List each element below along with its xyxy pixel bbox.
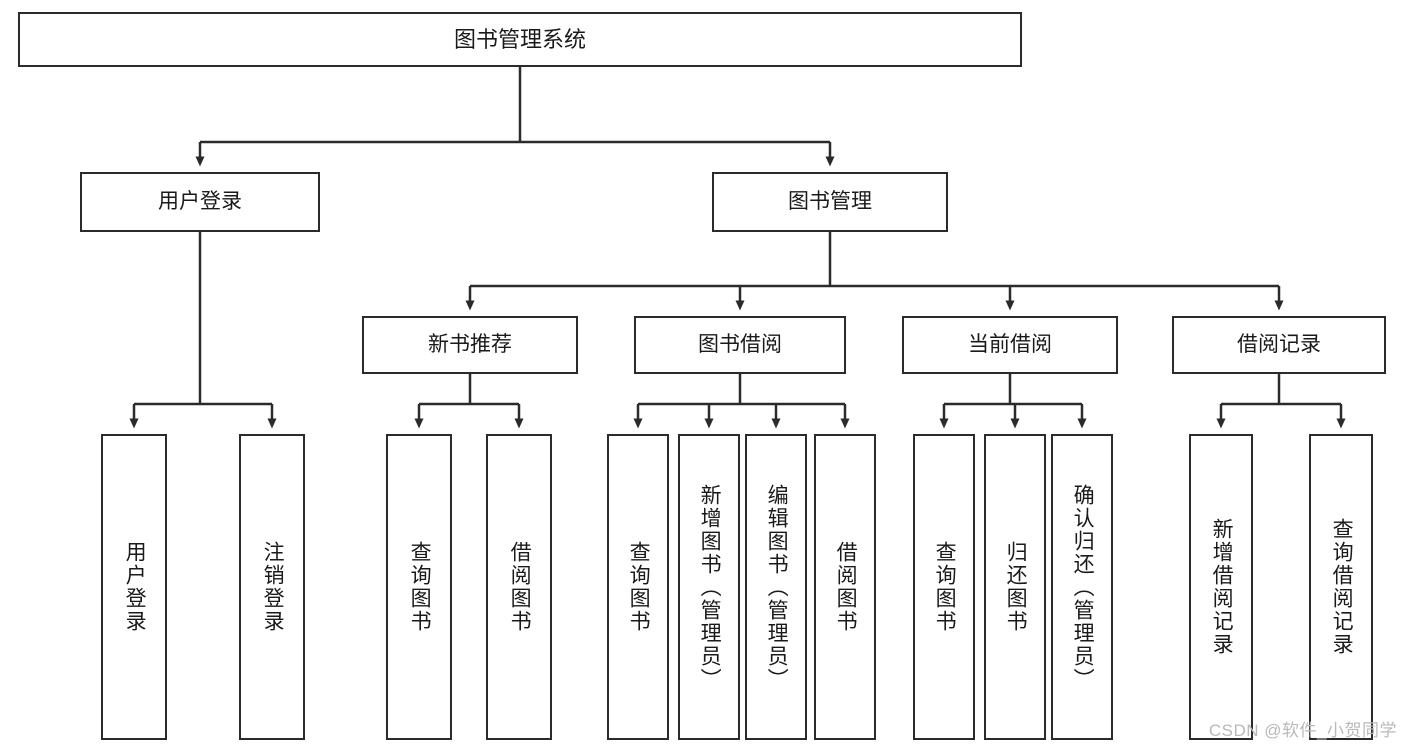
leaf-borrow-book-new-label: 借阅图书 (508, 541, 532, 633)
leaf-add-book-admin-label: 新增图书（管理员） (698, 483, 722, 691)
node-new-book-recommend-label: 新书推荐 (428, 332, 512, 356)
node-book-borrow-label: 图书借阅 (698, 332, 782, 356)
node-borrow-record[interactable]: 借阅记录 (1172, 316, 1386, 374)
leaf-query-borrow-record[interactable]: 查询借阅记录 (1309, 434, 1373, 740)
node-user-login[interactable]: 用户登录 (80, 172, 320, 232)
leaf-add-borrow-record[interactable]: 新增借阅记录 (1189, 434, 1253, 740)
node-root-label: 图书管理系统 (453, 26, 586, 52)
leaf-borrow-book-label: 借阅图书 (834, 541, 858, 633)
node-current-borrow[interactable]: 当前借阅 (902, 316, 1118, 374)
leaf-confirm-return-admin[interactable]: 确认归还（管理员） (1051, 434, 1113, 740)
leaf-add-book-admin[interactable]: 新增图书（管理员） (678, 434, 740, 740)
leaf-query-book-borrow-label: 查询图书 (627, 541, 651, 633)
leaf-borrow-book[interactable]: 借阅图书 (814, 434, 876, 740)
node-new-book-recommend[interactable]: 新书推荐 (362, 316, 578, 374)
leaf-add-borrow-record-label: 新增借阅记录 (1210, 518, 1234, 656)
leaf-return-book-label: 归还图书 (1004, 541, 1028, 633)
leaf-user-login[interactable]: 用户登录 (101, 434, 167, 740)
leaf-user-login-label: 用户登录 (123, 541, 147, 633)
leaf-query-book-current-label: 查询图书 (933, 541, 957, 633)
node-user-login-label: 用户登录 (158, 189, 242, 213)
node-book-management-label: 图书管理 (788, 189, 872, 213)
leaf-query-book-current[interactable]: 查询图书 (913, 434, 975, 740)
node-book-borrow[interactable]: 图书借阅 (634, 316, 846, 374)
leaf-return-book[interactable]: 归还图书 (984, 434, 1046, 740)
leaf-edit-book-admin-label: 编辑图书（管理员） (765, 483, 789, 691)
node-root[interactable]: 图书管理系统 (18, 12, 1022, 67)
leaf-logout[interactable]: 注销登录 (239, 434, 305, 740)
leaf-query-book-new-label: 查询图书 (408, 541, 432, 633)
leaf-edit-book-admin[interactable]: 编辑图书（管理员） (745, 434, 807, 740)
leaf-logout-label: 注销登录 (261, 541, 285, 633)
node-current-borrow-label: 当前借阅 (968, 332, 1052, 356)
node-book-management[interactable]: 图书管理 (712, 172, 948, 232)
leaf-query-borrow-record-label: 查询借阅记录 (1330, 518, 1354, 656)
node-borrow-record-label: 借阅记录 (1237, 332, 1321, 356)
leaf-borrow-book-new[interactable]: 借阅图书 (486, 434, 552, 740)
leaf-query-book-borrow[interactable]: 查询图书 (607, 434, 669, 740)
leaf-confirm-return-admin-label: 确认归还（管理员） (1071, 483, 1095, 691)
watermark: CSDN @软件_小贺同学 (1208, 721, 1397, 740)
leaf-query-book-new[interactable]: 查询图书 (386, 434, 452, 740)
